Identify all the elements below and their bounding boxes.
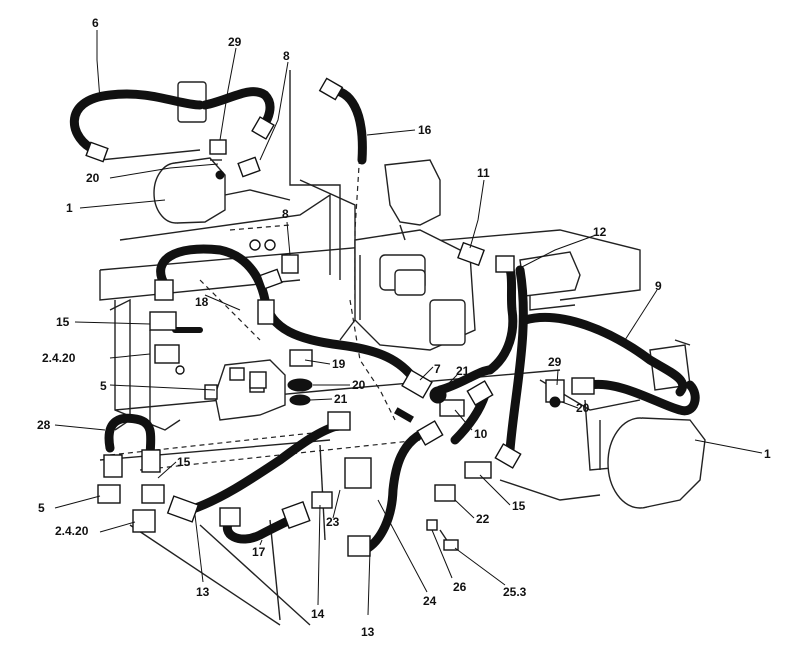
callout-2420-upper: 2.4.20 (42, 351, 76, 365)
manifold-block (204, 359, 286, 421)
callout-29-right: 29 (548, 355, 562, 369)
callout-11: 11 (477, 166, 490, 180)
callout-5-lower: 5 (38, 501, 45, 515)
callout-7: 7 (434, 362, 441, 376)
callout-253: 25.3 (503, 585, 527, 599)
callout-1-left: 1 (66, 201, 73, 215)
callout-20-right: 20 (576, 401, 590, 415)
oil-filter-top (153, 157, 226, 224)
callout-8-mid: 8 (282, 207, 289, 221)
callout-16: 16 (418, 123, 432, 137)
callout-13-right: 13 (361, 625, 375, 639)
callout-labels: 6 29 8 16 20 1 11 8 12 9 18 15 2.4.20 29… (37, 16, 771, 639)
callout-21-mid: 21 (334, 392, 348, 406)
callout-10: 10 (474, 427, 488, 441)
callout-28: 28 (37, 418, 51, 432)
hydraulic-pump (339, 159, 476, 351)
callout-2420-lower: 2.4.20 (55, 524, 89, 538)
callout-17: 17 (252, 545, 266, 559)
oil-filter-right (607, 417, 706, 509)
callout-22: 22 (476, 512, 490, 526)
callout-9: 9 (655, 279, 662, 293)
hose-fittings (85, 77, 595, 557)
callout-15-left: 15 (56, 315, 70, 329)
callout-6: 6 (92, 16, 99, 30)
callout-24: 24 (423, 594, 437, 608)
callout-15-mid: 15 (177, 455, 191, 469)
callout-5-upper: 5 (100, 379, 107, 393)
callout-20-top: 20 (86, 171, 100, 185)
callout-13-left: 13 (196, 585, 210, 599)
leader-lines (54, 30, 763, 616)
callout-14: 14 (311, 607, 325, 621)
callout-19: 19 (332, 357, 346, 371)
callout-8-top: 8 (283, 49, 290, 63)
hose-assemblies (69, 85, 700, 553)
callout-1-right: 1 (764, 447, 771, 461)
callout-26: 26 (453, 580, 467, 594)
callout-20-mid: 20 (352, 378, 366, 392)
callout-21-right: 21 (456, 364, 470, 378)
callout-23: 23 (326, 515, 340, 529)
callout-12: 12 (593, 225, 607, 239)
callout-15-right: 15 (512, 499, 526, 513)
callout-18: 18 (195, 295, 209, 309)
callout-29-top: 29 (228, 35, 242, 49)
